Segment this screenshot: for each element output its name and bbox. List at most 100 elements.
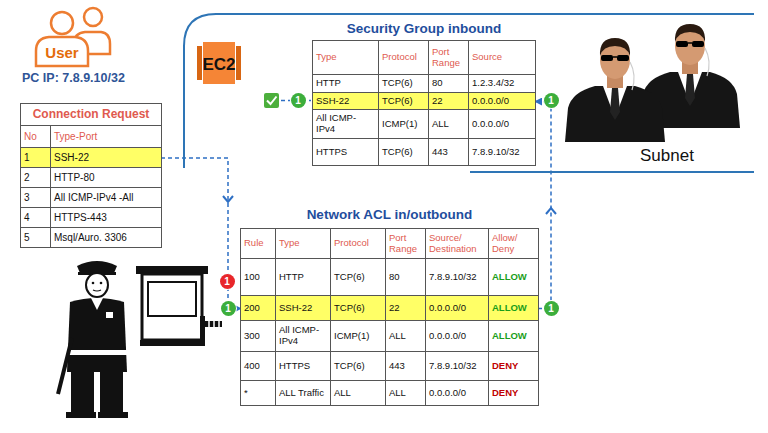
table-row: 100HTTPTCP(6)807.8.9.10/32ALLOW	[241, 259, 538, 296]
table-cell: 0.0.0.0/0	[426, 321, 489, 351]
column-header: Protocol	[379, 41, 429, 74]
table-row: 5Msql/Auro. 3306	[21, 228, 161, 248]
table-cell: TCP(6)	[379, 139, 429, 165]
guard-booth	[200, 316, 205, 346]
table-cell: 1	[21, 148, 51, 167]
ec2-icon: EC2	[196, 36, 242, 90]
table-row: 4HTTPS-443	[21, 208, 161, 228]
column-header: Source	[469, 41, 535, 74]
icon-label: User	[36, 44, 88, 61]
guard-figure	[565, 38, 665, 142]
table-cell: HTTP-80	[51, 168, 161, 187]
table-cell: Msql/Auro. 3306	[51, 228, 161, 247]
table-cell: TCP(6)	[331, 259, 386, 295]
table-cell: All ICMP-IPv4	[276, 321, 331, 351]
ip-address-label: PC IP: 7.8.9.10/32	[22, 70, 125, 86]
officer-figure	[91, 298, 103, 310]
table-row: 3All ICMP-IPv4 -All	[21, 188, 161, 208]
guard-figure	[565, 86, 665, 142]
table-cell: 400	[241, 352, 276, 380]
column-header: Protocol	[331, 229, 386, 258]
table-row: SSH-22TCP(6)220.0.0.0/0	[313, 93, 535, 110]
region-label: Subnet	[640, 146, 694, 166]
table-cell: DENY	[489, 352, 538, 380]
table-cell: 80	[386, 259, 426, 295]
table-cell: 7.8.9.10/32	[426, 352, 489, 380]
table-cell: 7.8.9.10/32	[426, 259, 489, 295]
table-cell: ICMP(1)	[331, 321, 386, 351]
table-cell: 0.0.0.0/0	[469, 93, 535, 109]
guard-figure	[610, 88, 620, 120]
table-cell: HTTPS-443	[51, 208, 161, 227]
column-header: Type-Port	[51, 126, 161, 147]
column-header: Port Range	[429, 41, 469, 74]
table-cell: 0.0.0.0/0	[426, 381, 489, 405]
guard-booth	[142, 274, 202, 340]
checkmark-badge	[264, 93, 279, 108]
officer-figure	[100, 282, 103, 285]
officer-figure	[58, 261, 128, 418]
table-title: Connection Request	[21, 104, 161, 126]
subnet-region: Subnet EC2 Security Group inboundTypeProto…	[180, 12, 754, 176]
table-cell: HTTPS	[313, 139, 379, 165]
officer-figure	[77, 261, 117, 273]
table-cell: 22	[386, 296, 426, 320]
officer-figure	[71, 372, 94, 414]
table-row: *ALL TrafficALLALL0.0.0.0/0DENY	[241, 381, 538, 406]
table-cell: 3	[21, 188, 51, 207]
officer-figure	[106, 312, 113, 318]
table-cell: ALLOW	[489, 321, 538, 351]
user-icon: User	[34, 6, 112, 68]
guard-booth	[205, 321, 222, 327]
table-cell: 443	[386, 352, 426, 380]
table-row: 200SSH-22TCP(6)220.0.0.0/0ALLOW	[241, 296, 538, 321]
table-cell: 200	[241, 296, 276, 320]
table-cell: ALLOW	[489, 296, 538, 320]
checkmark-badge	[267, 97, 277, 105]
table-cell: ICMP(1)	[379, 110, 429, 138]
table-cell: 443	[429, 139, 469, 165]
ec2-icon-outline	[197, 46, 202, 80]
officer-figure	[100, 372, 123, 414]
table-cell: ALL	[386, 321, 426, 351]
table-cell: 4	[21, 208, 51, 227]
guard-figure	[675, 24, 705, 42]
rule-table: Connection RequestNoType-Port1SSH-222HTT…	[20, 103, 162, 248]
table-cell: All ICMP-IPv4 -All	[51, 188, 161, 207]
table-row: 2HTTP-80	[21, 168, 161, 188]
table-cell: TCP(6)	[331, 352, 386, 380]
guard-figure	[688, 42, 692, 44]
table-cell: HTTP	[276, 259, 331, 295]
table-title: Network ACL in/outbound	[240, 206, 539, 224]
table-cell: TCP(6)	[379, 93, 429, 109]
table-cell: DENY	[489, 381, 538, 405]
table-cell: SSH-22	[276, 296, 331, 320]
subnet-region-outline	[184, 14, 754, 168]
callout-number: 1	[291, 93, 306, 108]
column-header: Type	[276, 229, 331, 258]
column-header: Rule	[241, 229, 276, 258]
table-cell: TCP(6)	[331, 296, 386, 320]
table-row: RuleTypeProtocolPort RangeSource/ Destin…	[241, 229, 538, 259]
table-cell: *	[241, 381, 276, 405]
officer-figure	[66, 412, 96, 418]
guard-figure	[601, 55, 613, 61]
table-cell: All ICMP-IPv4	[313, 110, 379, 138]
guard-booth	[209, 321, 219, 327]
table-cell: TCP(6)	[379, 75, 429, 92]
table-cell: 2	[21, 168, 51, 187]
guard-figure	[692, 41, 704, 47]
table-cell: SSH-22	[51, 148, 161, 167]
table-cell: 7.8.9.10/32	[469, 139, 535, 165]
rule-table: Security Group inboundTypeProtocolPort R…	[312, 20, 536, 166]
officer-figure	[67, 350, 127, 355]
user-icon-outline	[36, 37, 88, 66]
table-cell: ALL	[429, 110, 469, 138]
column-header: No	[21, 126, 51, 147]
user-icon-outline	[51, 12, 73, 34]
checkmark-badge	[264, 93, 279, 108]
table-row: 400HTTPSTCP(6)4437.8.9.10/32DENY	[241, 352, 538, 381]
table-cell: ALLOW	[489, 259, 538, 295]
officer-figure	[93, 290, 101, 291]
guard-figure	[676, 41, 688, 47]
